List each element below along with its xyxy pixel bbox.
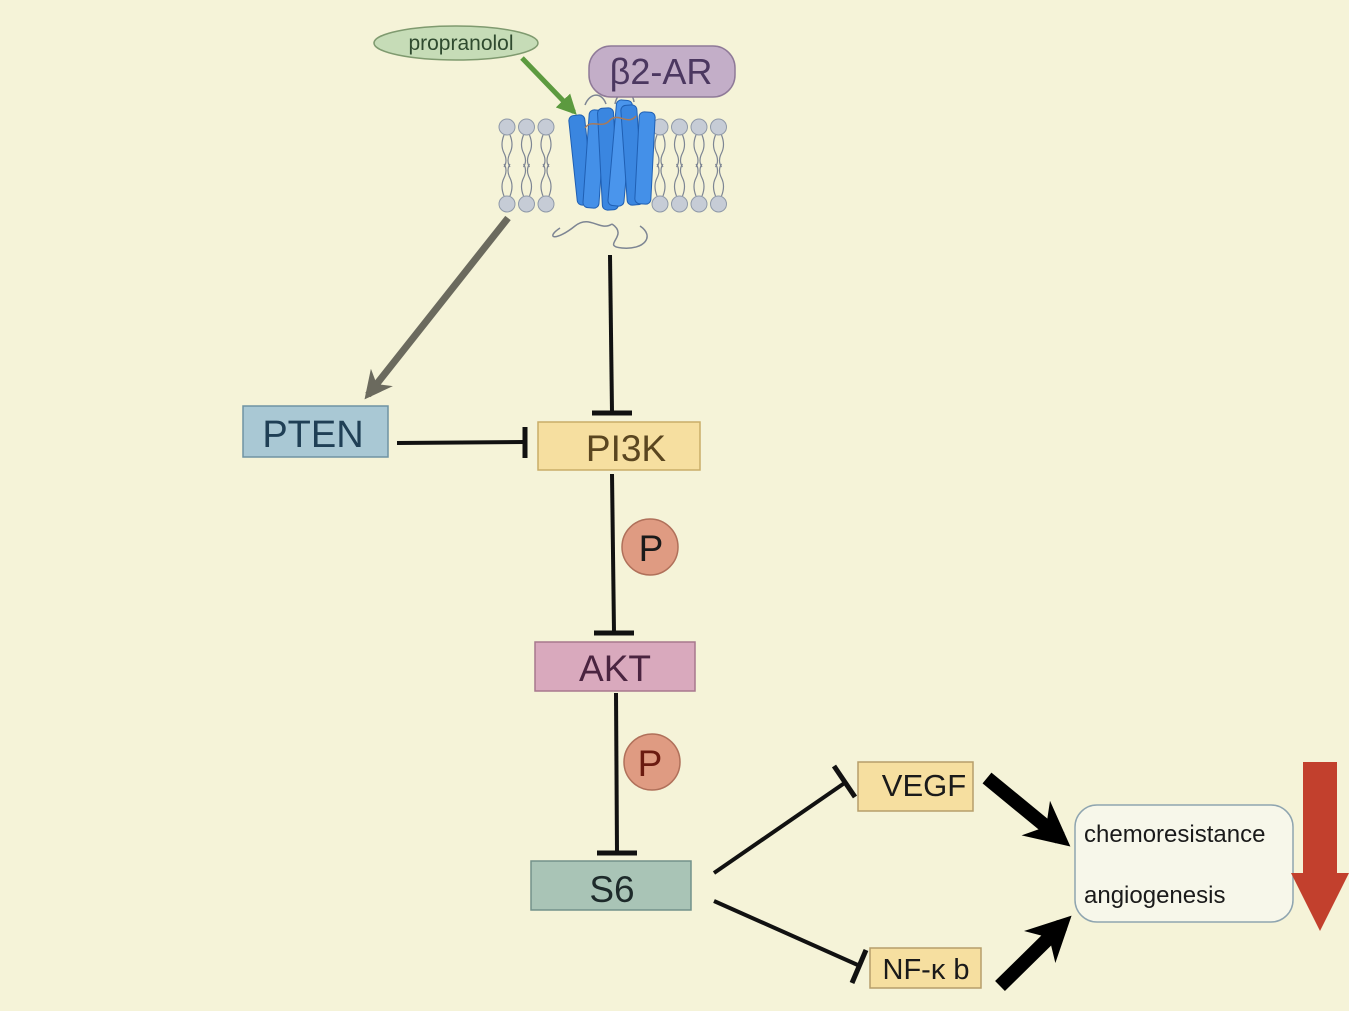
phospho-marker-1: P — [621, 518, 679, 576]
lipid-head — [518, 118, 535, 136]
lipid-head — [671, 118, 688, 136]
lipid-tail — [699, 134, 705, 168]
lipid-tail — [679, 134, 686, 168]
lipid-tail — [718, 163, 725, 197]
lipid-tail — [654, 163, 660, 197]
lipid-head — [518, 195, 535, 213]
lipid-head — [651, 195, 669, 213]
pi3k-node: PI3K — [537, 421, 701, 471]
lipid-head — [690, 195, 708, 213]
pi3k-inhibits-akt-edge — [594, 473, 634, 636]
outcome-angiogenesis: angiogenesis — [1084, 882, 1225, 909]
lipid-tail — [507, 134, 513, 168]
pi3k-label: PI3K — [586, 428, 667, 469]
lipid-tail — [546, 134, 552, 168]
pten-inhibits-pi3k-edge — [396, 427, 528, 458]
lipid-tail — [507, 163, 513, 197]
lipid-tail — [673, 163, 680, 197]
receptor-inhibits-pi3k-edge — [592, 254, 632, 416]
akt-node: AKT — [534, 641, 696, 692]
lipid-tail — [526, 134, 533, 168]
lipid-head — [690, 118, 708, 136]
lipid-tail — [520, 134, 527, 168]
cell-membrane — [498, 118, 727, 213]
lipid-tail — [712, 134, 719, 168]
lipid-tail — [679, 163, 686, 197]
lipid-tail — [712, 163, 719, 197]
receptor-label-box — [588, 45, 736, 98]
lipid-tail — [718, 134, 725, 168]
akt-inhibits-s6-edge — [597, 692, 637, 856]
beta2-receptor-icon — [552, 91, 656, 249]
s6-node: S6 — [530, 860, 692, 911]
propranolol-label: propranolol — [408, 32, 513, 55]
lipid-head — [671, 195, 688, 213]
lipid-tail — [526, 163, 533, 197]
lipid-tail — [546, 163, 552, 197]
s6-label: S6 — [589, 869, 634, 910]
lipid-tail — [693, 134, 699, 168]
propranolol-ellipse — [373, 25, 539, 61]
outcome-chemoresistance: chemoresistance — [1084, 821, 1265, 848]
s6-inhibits-vegf-edge — [712, 764, 858, 875]
lipid-head — [537, 118, 555, 136]
lipid-tail — [673, 134, 680, 168]
phospho-label-2: P — [638, 743, 663, 784]
receptor-label: β2-AR — [610, 51, 713, 92]
lipid-tail — [540, 134, 546, 168]
lipid-head — [710, 118, 727, 136]
phospho-marker-2: P — [623, 733, 681, 791]
lipid-tail — [660, 134, 666, 168]
lipid-tail — [699, 163, 705, 197]
lipid-tail — [501, 163, 507, 197]
pten-node: PTEN — [242, 405, 389, 458]
pten-label: PTEN — [262, 414, 363, 456]
lipid-head — [498, 195, 516, 213]
vegf-to-outcome-arrow — [982, 772, 1071, 847]
outcome-box: chemoresistance angiogenesis — [1074, 804, 1294, 923]
decrease-arrow-icon — [1291, 762, 1349, 931]
phospho-label-1: P — [639, 528, 664, 569]
lipid-tail — [540, 163, 546, 197]
nfkb-label: NF-κ b — [883, 954, 970, 986]
vegf-label: VEGF — [882, 768, 966, 803]
s6-inhibits-nfkb-edge — [713, 899, 869, 984]
vegf-node: VEGF — [857, 761, 974, 812]
lipid-tail — [660, 163, 666, 197]
lipid-head — [710, 195, 727, 213]
membrane-to-pten-arrow — [364, 215, 511, 400]
lipid-tail — [693, 163, 699, 197]
nfkb-to-outcome-arrow — [995, 915, 1072, 991]
lipid-tail — [654, 134, 660, 168]
akt-label: AKT — [579, 648, 651, 689]
lipid-tail — [520, 163, 527, 197]
lipid-tail — [501, 134, 507, 168]
propranolol-arrow — [520, 56, 577, 115]
lipid-head — [537, 195, 555, 213]
lipid-head — [498, 118, 516, 136]
nfkb-node: NF-κ b — [869, 947, 982, 989]
